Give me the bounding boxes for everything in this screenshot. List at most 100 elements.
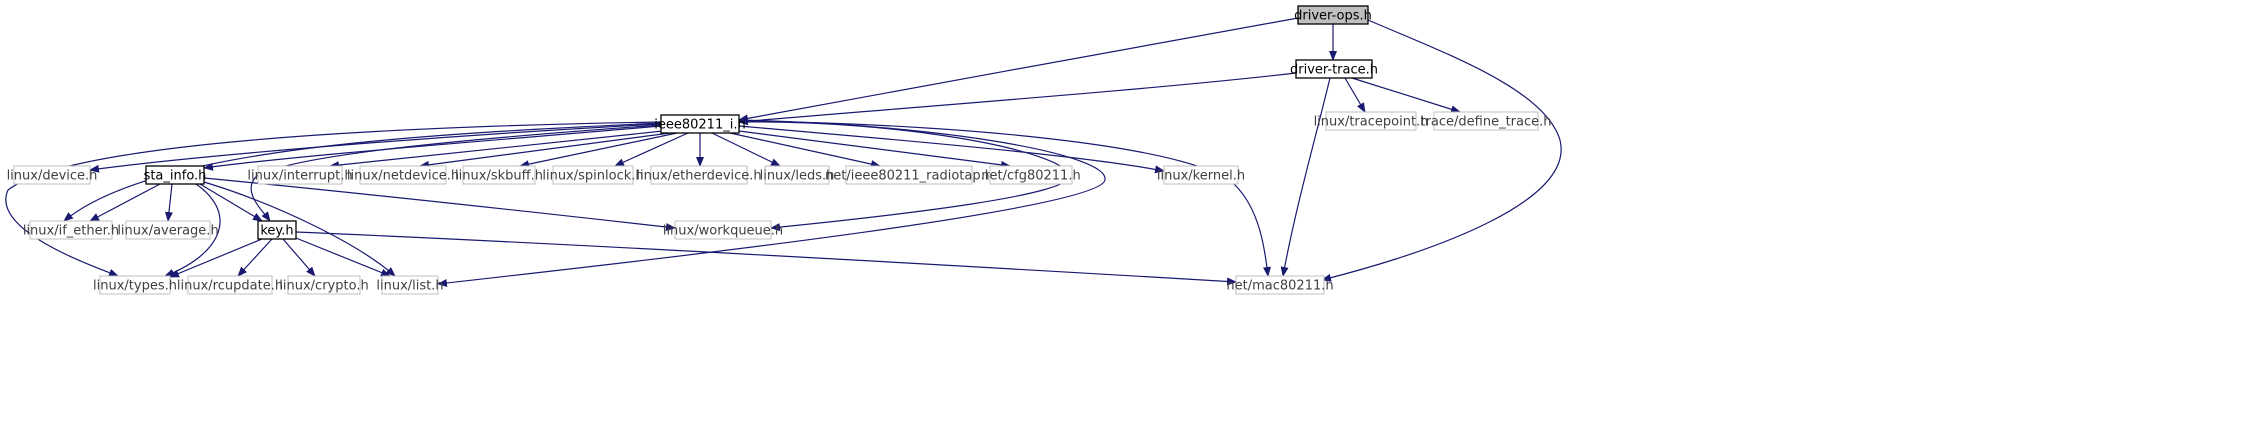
node-kernel: linux/kernel.h <box>1157 165 1245 185</box>
edge-ieee80211_i-to-cfg80211 <box>738 130 1011 169</box>
node-box <box>99 275 171 295</box>
node-label: linux/interrupt.h <box>247 169 352 184</box>
node-box <box>187 275 273 295</box>
node-driver-ops[interactable]: driver-ops.h <box>1294 5 1372 25</box>
node-label: linux/rcupdate.h <box>177 279 283 294</box>
node-driver-trace[interactable]: driver-trace.h <box>1290 59 1378 79</box>
node-label: linux/list.h <box>376 279 443 294</box>
node-label: linux/crypto.h <box>279 279 368 294</box>
node-box <box>552 165 634 185</box>
node-box <box>660 114 740 134</box>
node-label: net/mac80211.h <box>1226 279 1333 294</box>
node-label: linux/tracepoint.h <box>1314 115 1429 130</box>
node-sta_info[interactable]: sta_info.h <box>144 165 207 185</box>
node-label: trace/define_trace.h <box>1420 115 1551 130</box>
node-spinlock: linux/spinlock.h <box>542 165 644 185</box>
edge-driver-trace-to-define_trace <box>1351 77 1461 114</box>
edge-key-to-types <box>169 238 263 278</box>
node-netdevice: linux/netdevice.h <box>347 165 459 185</box>
edge-key-to-crypto <box>282 238 316 277</box>
node-box <box>1235 275 1325 295</box>
node-average: linux/average.h <box>117 220 219 240</box>
edge-ieee80211_i-to-if_ether <box>63 122 662 222</box>
node-box <box>1325 111 1417 131</box>
node-box <box>462 165 536 185</box>
edge-sta_info-to-workqueue <box>203 177 676 231</box>
node-workqueue: linux/workqueue.h <box>663 220 783 240</box>
node-box <box>845 165 973 185</box>
node-interrupt: linux/interrupt.h <box>247 165 353 185</box>
node-label: sta_info.h <box>144 169 207 184</box>
edge-driver-trace-to-ieee80211_i <box>738 72 1297 126</box>
node-box <box>257 220 297 240</box>
node-label: linux/etherdevice.h <box>636 169 761 184</box>
node-label: linux/device.h <box>7 169 98 184</box>
node-list: linux/list.h <box>376 275 444 295</box>
edge-key-to-rcupdate <box>237 238 273 277</box>
node-label: net/ieee80211_radiotap.h <box>825 169 993 184</box>
node-cfg80211: net/cfg80211.h <box>981 165 1081 185</box>
node-box <box>989 165 1073 185</box>
node-label: linux/netdevice.h <box>347 169 459 184</box>
node-types: linux/types.h <box>93 275 177 295</box>
node-label: driver-ops.h <box>1294 9 1372 24</box>
node-label: linux/types.h <box>93 279 177 294</box>
node-box <box>381 275 439 295</box>
edge-ieee80211_i-to-radiotap <box>729 132 881 168</box>
node-label: linux/leds.h <box>760 169 835 184</box>
node-label: linux/kernel.h <box>1157 169 1245 184</box>
node-box <box>359 165 447 185</box>
node-label: linux/skbuff.h <box>455 169 543 184</box>
node-box <box>125 220 211 240</box>
node-key[interactable]: key.h <box>257 220 297 240</box>
node-ieee80211_i[interactable]: ieee80211_i.h <box>654 114 746 134</box>
node-box <box>1433 111 1539 131</box>
edge-ieee80211_i-to-spinlock <box>614 132 689 167</box>
edge-ieee80211_i-to-mac80211 <box>738 120 1271 277</box>
node-device: linux/device.h <box>7 165 98 185</box>
edge-driver-trace-to-mac80211 <box>1280 77 1331 277</box>
edge-ieee80211_i-to-sta_info <box>203 125 662 171</box>
node-label: linux/if_ether.h <box>23 224 119 239</box>
node-label: key.h <box>260 224 293 239</box>
node-tracepoint: linux/tracepoint.h <box>1314 111 1429 131</box>
edge-sta_info-to-if_ether <box>89 183 161 222</box>
node-box <box>650 165 748 185</box>
node-if_ether: linux/if_ether.h <box>23 220 119 240</box>
node-box <box>674 220 772 240</box>
edge-driver-ops-to-mac80211 <box>1321 19 1562 282</box>
node-label: linux/workqueue.h <box>663 224 783 239</box>
node-skbuff: linux/skbuff.h <box>455 165 543 185</box>
edge-ieee80211_i-to-skbuff <box>519 132 678 169</box>
edge-ieee80211_i-to-kernel <box>738 125 1165 174</box>
node-label: driver-trace.h <box>1290 63 1378 78</box>
node-crypto: linux/crypto.h <box>279 275 369 295</box>
edge-sta_info-to-key <box>199 183 263 222</box>
node-box <box>145 165 205 185</box>
node-box <box>13 165 91 185</box>
edge-ieee80211_i-to-leds <box>711 132 781 167</box>
node-label: linux/average.h <box>117 224 218 239</box>
edge-sta_info-to-list <box>203 181 396 277</box>
edge-sta_info-to-types <box>164 183 221 277</box>
node-box <box>1163 165 1239 185</box>
node-box <box>29 220 113 240</box>
edge-ieee80211_i-to-interrupt <box>329 130 664 170</box>
node-box <box>1297 5 1369 25</box>
node-mac80211: net/mac80211.h <box>1226 275 1334 295</box>
node-label: net/cfg80211.h <box>981 169 1080 184</box>
edge-sta_info-to-average <box>164 183 173 222</box>
node-label: ieee80211_i.h <box>654 118 745 133</box>
node-define_trace: trace/define_trace.h <box>1420 111 1552 131</box>
node-box <box>287 275 361 295</box>
node-box <box>764 165 830 185</box>
edge-ieee80211_i-to-list <box>437 119 1106 287</box>
edge-key-to-mac80211 <box>295 231 1237 286</box>
edges-layer <box>5 17 1562 287</box>
node-box <box>1295 59 1373 79</box>
edge-key-to-list <box>295 237 391 277</box>
node-label: linux/spinlock.h <box>542 169 643 184</box>
node-etherdevice: linux/etherdevice.h <box>636 165 762 185</box>
